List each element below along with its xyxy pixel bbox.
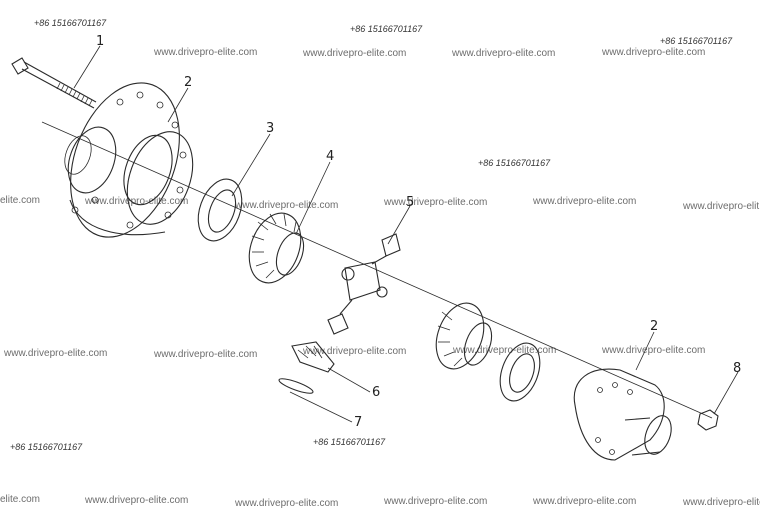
watermark-site: www.drivepro-elite.com [384,496,488,507]
watermark-phone: +86 15166701167 [350,24,423,34]
part-side-gear-left [248,212,305,284]
watermark-site: www.drivepro-elite [683,497,760,508]
part-thrust-washer-right [499,342,541,402]
watermark-site: elite.com [0,494,41,505]
watermark-site: www.drivepro-elit [683,201,760,212]
callout-6: 6 [372,385,380,400]
part-thrust-washer-left [197,178,243,242]
callout-8: 8 [733,361,741,376]
watermark-site: www.drivepro-elite.com [4,348,108,359]
callout-2b: 2 [650,319,658,334]
part-housing-right [573,368,672,461]
watermark-site: www.drivepro-elite.com [533,196,637,207]
part-nut [697,409,719,431]
watermark-site: www.drivepro-elite.com [452,48,556,59]
watermark-site: www.drivepro-elite.com [154,47,258,58]
watermark-site: www.drivepro-elite.com [533,496,637,507]
center-axis [41,121,713,419]
watermark-site: www.drivepro-elite.com [453,345,557,356]
watermark-site: www.drivepro-elite.com [235,498,339,509]
watermark-site: www.drivepro-elite.com [154,349,258,360]
watermark-phone: +86 15166701167 [34,18,107,28]
watermark-site: www.drivepro-elite.com [303,346,407,357]
watermark-site: www.drivepro-elite.com [303,48,407,59]
watermark-site: elite.com [0,195,41,206]
watermark-site: www.drivepro-elite.com [85,495,189,506]
watermark-phone: +86 15166701167 [10,442,83,452]
part-spider-shaft [327,233,401,335]
callout-7: 7 [354,415,362,430]
watermark-phone: +86 15166701167 [478,158,551,168]
callout-1: 1 [96,34,104,49]
leader-lines [73,45,739,423]
watermark-site: www.drivepro-elite.com [602,47,706,58]
callout-4: 4 [326,149,334,164]
part-pinion-washer [278,378,314,394]
watermark-site: www.drivepro-elite.com [85,196,189,207]
part-bolt [11,57,97,109]
part-side-gear-right [435,302,493,370]
part-housing-left [64,82,194,238]
callout-3: 3 [266,121,274,136]
watermark-site: www.drivepro-elite.com [602,345,706,356]
callout-5: 5 [406,195,414,210]
callout-2: 2 [184,75,192,90]
watermark-site: www.drivepro-elite.com [384,197,488,208]
part-pinion-gear [291,341,335,373]
watermark-site: www.drivepro-elite.com [235,200,339,211]
watermark-phone: +86 15166701167 [313,437,386,447]
watermark-phone: +86 15166701167 [660,36,733,46]
